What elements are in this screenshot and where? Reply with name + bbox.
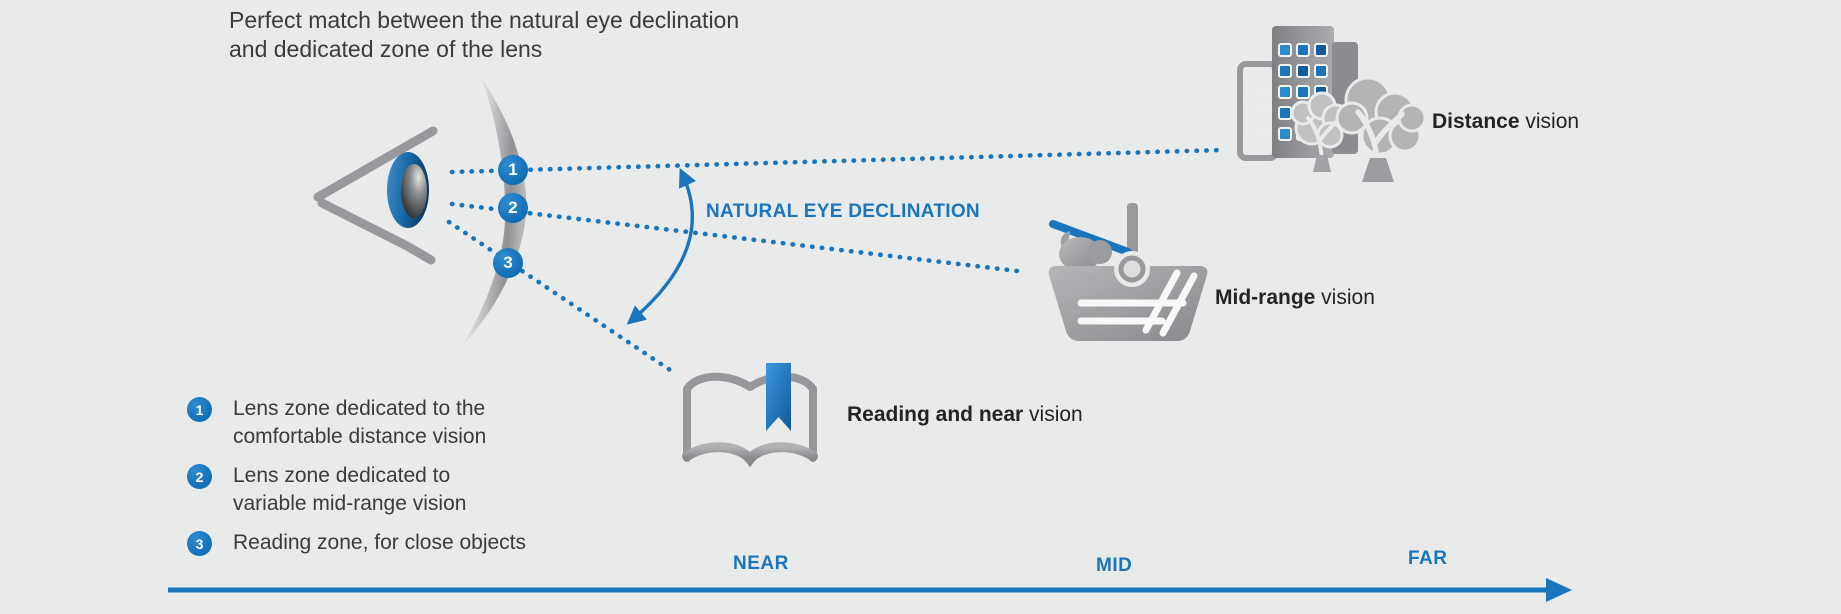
zone-marker-2: 2: [498, 193, 528, 223]
gaze-line-midrange: [449, 201, 1029, 275]
book-pages-bottom: [682, 442, 818, 468]
basket-pivot: [1118, 255, 1146, 283]
book-bookmark: [766, 363, 791, 431]
eye-pupil: [401, 164, 427, 218]
legend-marker-2: 2: [187, 464, 212, 489]
reading-vision-label: Reading and near vision: [847, 403, 1083, 427]
zone-marker-3-number: 3: [503, 253, 513, 272]
basket-pivot-ring: [1114, 251, 1150, 287]
distance-vision-label: Distance vision: [1432, 110, 1579, 134]
legend-marker-1: 1: [187, 397, 212, 422]
zone-marker-1: 1: [498, 155, 528, 185]
legend-marker-2-number: 2: [195, 468, 204, 485]
legend-item-3: 3 Reading zone, for close objects: [187, 529, 526, 557]
open-book-bookmark-icon: [682, 363, 818, 468]
zone-marker-1-number: 1: [508, 160, 518, 179]
reading-vision-label-bold: Reading and near: [847, 403, 1024, 426]
legend-text-3: Reading zone, for close objects: [233, 531, 527, 554]
page-title-line1: Perfect match between the natural eye de…: [229, 7, 740, 33]
gaze-line-reading: [446, 219, 673, 373]
axis-label-mid: MID: [1096, 555, 1133, 576]
distance-vision-label-regular: vision: [1519, 110, 1580, 133]
small-building-windows: [1245, 83, 1273, 137]
basket-stem: [1127, 203, 1138, 261]
legend-marker-3: 3: [187, 531, 212, 556]
distance-vision-label-bold: Distance: [1432, 110, 1520, 133]
midrange-vision-label: Mid-range vision: [1215, 286, 1375, 310]
gaze-lines: [446, 147, 1225, 373]
zone-marker-3: 3: [493, 248, 523, 278]
page-title: Perfect match between the natural eye de…: [229, 6, 739, 64]
legend-text-1: Lens zone dedicated to the comfortable d…: [233, 397, 487, 448]
eye-upper-lid: [313, 126, 438, 202]
axis-label-near: NEAR: [733, 553, 789, 574]
midrange-vision-label-regular: vision: [1315, 286, 1375, 309]
midrange-vision-label-bold: Mid-range: [1215, 286, 1316, 309]
legend-text-2: Lens zone dedicated to variable mid-rang…: [233, 464, 467, 515]
shopping-basket-icon: [1048, 203, 1208, 341]
distance-axis-arrow: [168, 578, 1572, 602]
page-title-line2: and dedicated zone of the lens: [229, 36, 543, 62]
basket-stripes: [1077, 269, 1198, 337]
legend-marker-1-number: 1: [195, 401, 204, 418]
big-tree: [1335, 76, 1427, 182]
basket-fruit: [1059, 231, 1112, 271]
small-tree: [1290, 91, 1351, 172]
legend-marker-3-number: 3: [195, 535, 204, 552]
eye-icon: [313, 126, 438, 265]
axis-label-far: FAR: [1408, 548, 1448, 569]
zone-marker-2-number: 2: [508, 198, 518, 217]
legend-item-1: 1 Lens zone dedicated to the comfortable…: [187, 395, 486, 451]
declination-arc: [626, 167, 696, 325]
gaze-line-distance: [449, 147, 1225, 175]
eye-lower-lid: [317, 198, 436, 265]
book-cover: [683, 372, 817, 462]
lens-crescent: [463, 79, 527, 345]
reading-vision-label-regular: vision: [1023, 403, 1083, 426]
legend-item-2: 2 Lens zone dedicated to variable mid-ra…: [187, 462, 466, 518]
city-buildings-trees-icon: [1237, 26, 1427, 182]
basket-blue-handle: [1049, 220, 1132, 256]
declination-label: NATURAL EYE DECLINATION: [706, 201, 980, 222]
